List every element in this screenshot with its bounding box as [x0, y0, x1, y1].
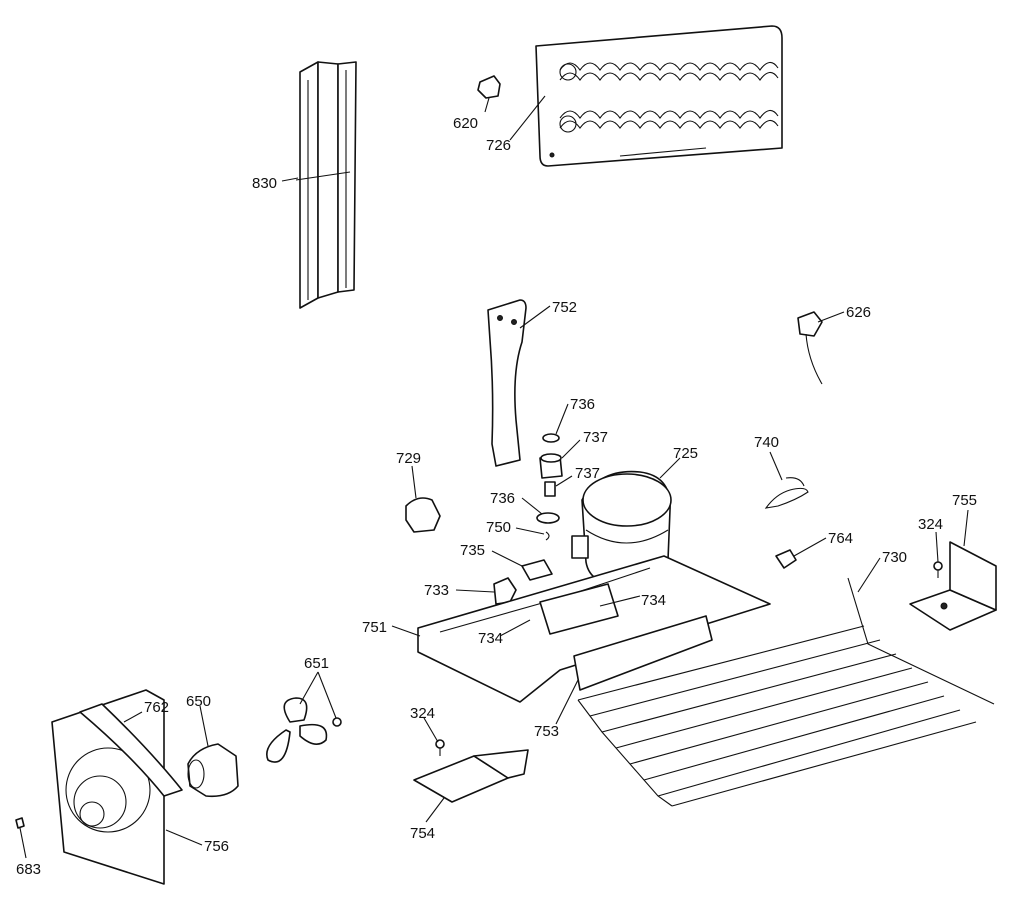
label-324-left: 324: [410, 705, 435, 722]
part-324-screw-right: [933, 561, 943, 578]
label-734-upper: 734: [641, 592, 666, 609]
label-725: 725: [673, 445, 698, 462]
part-762-strip: [79, 703, 183, 797]
label-651: 651: [304, 655, 329, 672]
part-683-screw: [15, 817, 25, 829]
part-755-bracket: [909, 541, 997, 631]
label-764: 764: [828, 530, 853, 547]
label-734-lower: 734: [478, 630, 503, 647]
label-729: 729: [396, 450, 421, 467]
part-729: [405, 497, 441, 533]
label-650: 650: [186, 693, 211, 710]
label-737-bottom: 737: [575, 465, 600, 482]
label-830: 830: [252, 175, 277, 192]
part-726-coil: [535, 25, 783, 167]
label-737-top: 737: [583, 429, 608, 446]
label-683: 683: [16, 861, 41, 878]
part-730-coil: [577, 577, 995, 807]
part-725-compressor: [571, 470, 672, 587]
label-740: 740: [754, 434, 779, 451]
label-733: 733: [424, 582, 449, 599]
label-626: 626: [846, 304, 871, 321]
label-762: 762: [144, 699, 169, 716]
label-750: 750: [486, 519, 511, 536]
label-736-top: 736: [570, 396, 595, 413]
part-733: [493, 577, 517, 605]
part-752-bracket: [487, 299, 527, 467]
part-830-channel: [295, 61, 357, 309]
label-755: 755: [952, 492, 977, 509]
part-764: [775, 549, 797, 569]
part-620-clip: [477, 75, 501, 99]
part-740: [764, 477, 809, 509]
part-735: [521, 559, 553, 581]
label-735: 735: [460, 542, 485, 559]
label-726: 726: [486, 137, 511, 154]
label-620: 620: [453, 115, 478, 132]
label-736-bottom: 736: [490, 490, 515, 507]
part-754-bracket: [413, 749, 529, 803]
label-752: 752: [552, 299, 577, 316]
part-753-bar: [573, 615, 713, 691]
label-324-right: 324: [918, 516, 943, 533]
part-751-base: [417, 555, 771, 703]
leader-lines: [19, 95, 969, 859]
label-751: 751: [362, 619, 387, 636]
label-753: 753: [534, 723, 559, 740]
part-labels: 620 726 830 752 626 736 737 737 725 740 …: [16, 115, 977, 878]
label-754: 754: [410, 825, 435, 842]
part-736-737-750-stack: [536, 433, 563, 541]
label-756: 756: [204, 838, 229, 855]
label-730: 730: [882, 549, 907, 566]
part-626: [797, 311, 823, 385]
part-324-screw-left: [435, 739, 445, 756]
part-651-fan: [266, 697, 342, 763]
part-650-motor: [187, 743, 239, 798]
